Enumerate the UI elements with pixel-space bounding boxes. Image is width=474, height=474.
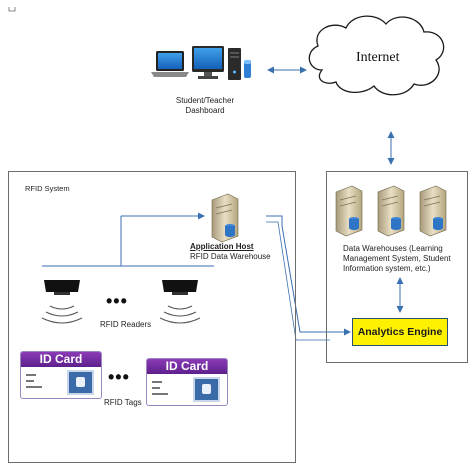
- id-card: ID Card: [20, 351, 102, 399]
- internet-label: Internet: [356, 50, 400, 65]
- laptop-icon: [151, 51, 189, 77]
- rfid-readers-label: RFID Readers: [100, 320, 152, 329]
- rfid-tags-label: RFID Tags: [104, 398, 142, 407]
- id-card-band: [147, 359, 227, 374]
- rfid-system-box: [8, 171, 296, 463]
- analytics-engine-box: Analytics Engine: [352, 318, 448, 346]
- warehouses-label-line2: Management System, Student: [343, 254, 451, 263]
- server-icon: [419, 185, 447, 237]
- id-card: ID Card: [146, 358, 228, 406]
- desktop-monitor-icon: [192, 46, 224, 79]
- id-card-photo: [67, 370, 94, 395]
- warehouse-box: [326, 171, 468, 363]
- id-card-band: [21, 352, 101, 367]
- id-card-title: ID Card: [165, 359, 209, 373]
- server-icon: [335, 185, 363, 237]
- rfid-reader-icon: [159, 280, 201, 324]
- tags-ellipsis: •••: [108, 367, 130, 387]
- application-host-label: Application Host RFID Data Warehouse: [190, 242, 290, 262]
- application-host-title: Application Host: [190, 242, 254, 251]
- server-icon: [377, 185, 405, 237]
- warehouses-label-line1: Data Warehouses (Learning: [343, 244, 443, 253]
- warehouses-label-line3: Information system, etc.): [343, 264, 431, 273]
- rfid-system-title: RFID System: [25, 184, 70, 193]
- id-card-photo: [193, 377, 220, 402]
- application-host-subtitle: RFID Data Warehouse: [190, 252, 271, 261]
- storage-icon: [244, 60, 251, 78]
- readers-ellipsis: •••: [106, 291, 128, 311]
- dashboard-label-line1: Student/Teacher: [175, 96, 235, 105]
- connector-host-analytics: [266, 215, 351, 336]
- internet-cloud: [308, 15, 445, 96]
- rfid-reader-icon: [41, 280, 83, 324]
- application-host-server-icon: [211, 193, 239, 243]
- dashboard-label: Student/Teacher Dashboard: [150, 96, 260, 116]
- warehouse-servers: [335, 185, 447, 237]
- dashboard-label-line2: Dashboard: [185, 106, 225, 115]
- connector-host-analytics-secondary: [266, 221, 330, 341]
- server-tower-icon: [228, 48, 241, 80]
- reader-bus-connector: [42, 212, 214, 267]
- dashboard-computers: [151, 46, 251, 80]
- warehouses-label: Data Warehouses (Learning Management Sys…: [343, 244, 461, 274]
- corner-mark: [8, 7, 16, 12]
- id-card-title: ID Card: [39, 352, 83, 366]
